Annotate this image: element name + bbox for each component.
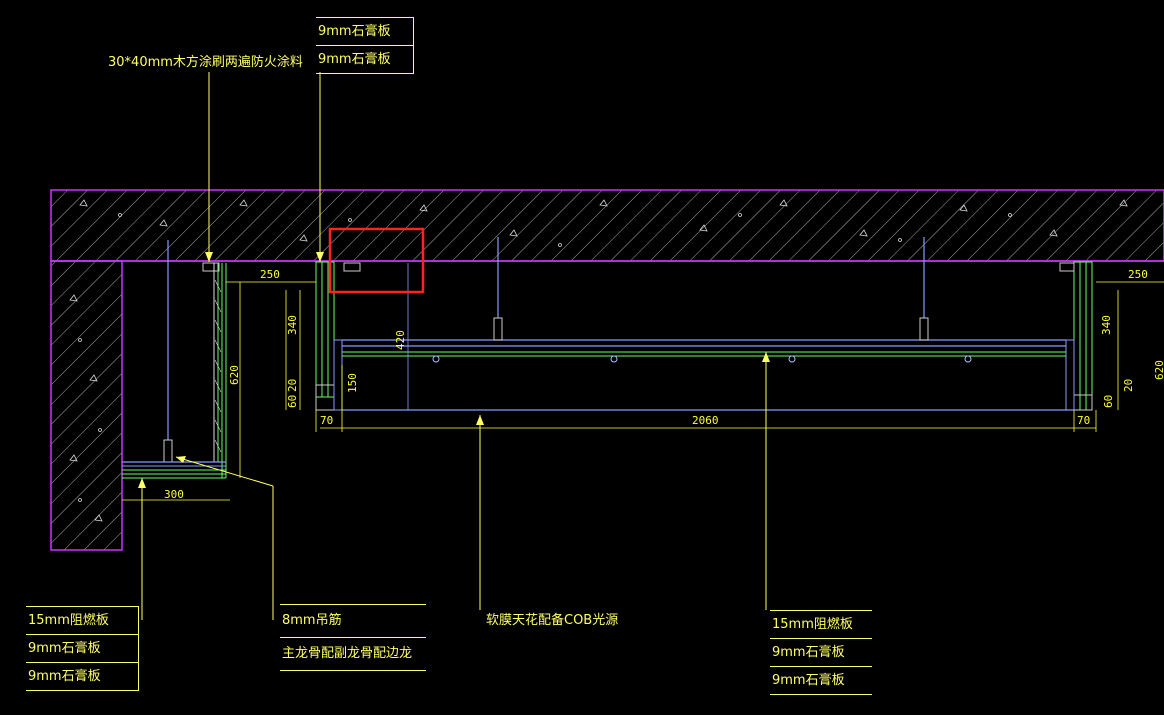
- note-row: 9mm石膏板: [316, 18, 413, 46]
- soft-film-ceiling-label: 软膜天花配备COB光源: [486, 613, 619, 628]
- concrete-slab: [50, 189, 1164, 551]
- dimension-lines: [122, 281, 1164, 501]
- top-note-box: 9mm石膏板 9mm石膏板: [316, 17, 414, 74]
- dim-left-250: 250: [260, 268, 280, 281]
- leader-arrows: [138, 252, 770, 488]
- leader-lines: [141, 72, 767, 620]
- highlight-box: [328, 227, 425, 294]
- dim-left-340: 340: [286, 315, 299, 335]
- dim-left-20: 20: [286, 379, 299, 392]
- dim-left-60: 60: [286, 395, 299, 408]
- dim-left-420: 420: [394, 330, 407, 350]
- wood-batten-label: 30*40mm木方涂刷两遍防火涂料: [108, 55, 303, 70]
- dim-right-20: 20: [1122, 379, 1135, 392]
- note-row: 8mm吊筋: [280, 605, 426, 638]
- dim-right-620: 620: [1153, 360, 1164, 380]
- note-row: 9mm石膏板: [26, 635, 138, 663]
- note-row: 9mm石膏板: [26, 663, 138, 691]
- note-row: 9mm石膏板: [770, 639, 872, 667]
- dim-left-150: 150: [346, 373, 359, 393]
- note-row: 15mm阻燃板: [26, 607, 138, 635]
- dim-right-340: 340: [1100, 315, 1113, 335]
- dim-bottom-70-right: 70: [1077, 414, 1090, 427]
- bottom-right-note-box: 15mm阻燃板 9mm石膏板 9mm石膏板: [770, 610, 872, 695]
- note-row: 9mm石膏板: [770, 667, 872, 695]
- left-ceiling-step: [122, 240, 227, 479]
- note-row: 9mm石膏板: [316, 46, 413, 74]
- dim-right-250: 250: [1128, 268, 1148, 281]
- bottom-left-note-box: 15mm阻燃板 9mm石膏板 9mm石膏板: [26, 606, 139, 691]
- note-row: 主龙骨配副龙骨配边龙: [280, 638, 426, 671]
- dim-left-620: 620: [228, 365, 241, 385]
- hanger-note-box: 8mm吊筋 主龙骨配副龙骨配边龙: [280, 604, 426, 671]
- note-row: 15mm阻燃板: [770, 611, 872, 639]
- dim-bottom-70-left: 70: [320, 414, 333, 427]
- dim-bottom-2060: 2060: [692, 414, 719, 427]
- dim-left-300: 300: [164, 488, 184, 501]
- dim-right-60: 60: [1102, 395, 1115, 408]
- main-ceiling-frame: [315, 237, 1093, 411]
